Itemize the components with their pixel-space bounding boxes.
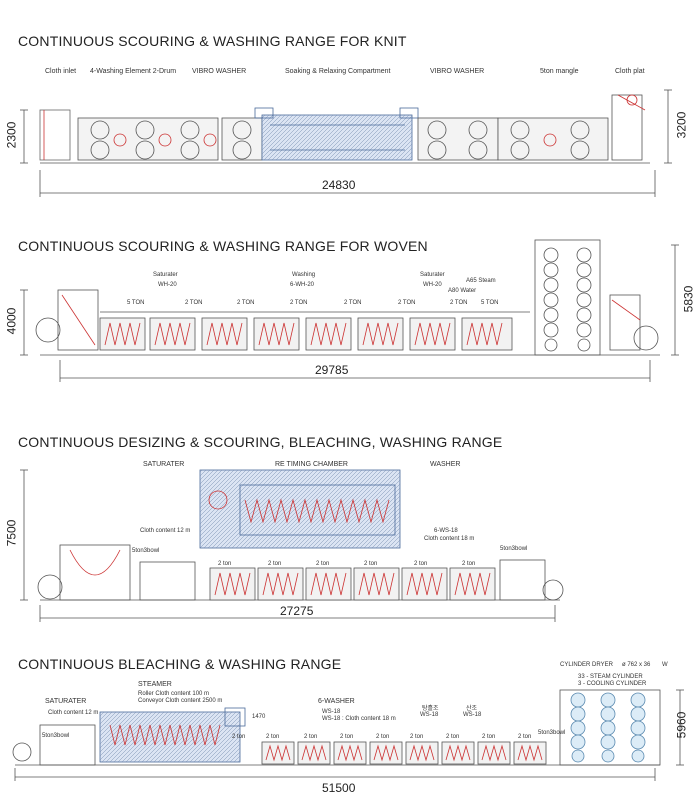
label-steam-cylinder: 33 - STEAM CYLINDER xyxy=(578,674,643,680)
label-woven-ton-5: 2 TON xyxy=(344,300,362,306)
label-woven-ton-4: 2 TON xyxy=(290,300,308,306)
dim-bleaching-length: 51500 xyxy=(322,781,356,795)
section-title-woven: CONTINUOUS SCOURING & WASHING RANGE FOR … xyxy=(18,238,428,254)
label-scour-1: 탕흘조 xyxy=(422,706,439,712)
label-cylinder-dryer: CYLINDER DRYER xyxy=(560,662,613,668)
dim-knit-length: 24830 xyxy=(322,178,356,192)
label-cooling-cylinder: 3 - COOLING CYLINDER xyxy=(578,681,647,687)
label-desizing-ton-1: 2 ton xyxy=(218,561,232,567)
label-steamer: STEAMER xyxy=(138,681,172,688)
label-woven-ton-1: 5 TON xyxy=(127,300,145,306)
label-bleaching-ton-1: 2 ton xyxy=(266,734,280,740)
label-bleaching-ws18-c: WS-18 xyxy=(463,712,482,718)
label-cylinder-spec: ø 762 x 36 xyxy=(622,662,651,668)
label-mangle: 5ton mangle xyxy=(540,68,579,75)
label-saturater-2: Saturater xyxy=(420,272,445,278)
label-bleaching-bowl-1: 5ton3bowl xyxy=(42,733,70,739)
label-woven-ton-7: 2 TON xyxy=(450,300,468,306)
label-a65-steam: A65 Steam xyxy=(466,278,496,284)
bleaching-washers xyxy=(261,741,547,765)
dim-desizing-height: 7500 xyxy=(4,519,19,547)
label-bleaching-ws18-b: WS-18 xyxy=(420,712,439,718)
label-woven-ton-3: 2 TON xyxy=(237,300,255,306)
dim-bleaching-height: 5960 xyxy=(674,711,689,739)
label-bleaching-bowl-2: 5ton3bowl xyxy=(538,730,566,736)
dim-woven-length: 29785 xyxy=(315,363,349,377)
dim-knit-height-right: 3200 xyxy=(674,111,689,139)
desizing-retiming-chamber xyxy=(199,469,401,549)
label-bleaching-ton-2: 2 ton xyxy=(304,734,318,740)
desizing-range-drawing xyxy=(20,469,564,622)
label-conveyor-content: Conveyor Cloth content 2500 m xyxy=(138,698,223,704)
dim-woven-height-left: 4000 xyxy=(4,307,19,335)
label-a80-water: A80 Water xyxy=(448,288,477,294)
label-bleaching-ton-6: 2 ton xyxy=(446,734,460,740)
label-cloth-content-18: Cloth content 18 m xyxy=(424,536,475,542)
section-title-bleaching: CONTINUOUS BLEACHING & WASHING RANGE xyxy=(18,656,342,672)
knit-soaking-compartment xyxy=(254,107,419,161)
knit-cloth-plaiter xyxy=(611,94,646,161)
bleaching-range-drawing xyxy=(12,689,684,781)
label-wh20-6: 6-WH-20 xyxy=(290,282,315,288)
woven-range-drawing xyxy=(20,239,679,382)
label-desizing-saturater: SATURATER xyxy=(143,461,185,468)
label-roller-content: Roller Cloth content 100 m xyxy=(138,691,210,697)
label-washing: Washing xyxy=(292,272,316,278)
label-woven-ton-2: 2 TON xyxy=(185,300,203,306)
label-desizing-ws18: 6-WS-18 xyxy=(434,528,458,534)
label-bleaching-saturater: SATURATER xyxy=(45,698,87,705)
label-bleaching-content-12: Cloth content 12 m xyxy=(48,710,99,716)
dim-knit-height-left: 2300 xyxy=(4,121,19,149)
label-desizing-ton-6: 2 ton xyxy=(462,561,476,567)
label-desizing-washer: WASHER xyxy=(430,461,461,468)
label-cylinder-note: W xyxy=(662,662,668,668)
section-title-desizing: CONTINUOUS DESIZING & SCOURING, BLEACHIN… xyxy=(18,434,503,450)
label-desizing-ton-5: 2 ton xyxy=(414,561,428,567)
label-desizing-bowl-1: 5ton3bowl xyxy=(132,548,160,554)
label-bleaching-ws18-content: WS-18 : Cloth content 18 m xyxy=(322,716,396,722)
bleaching-steamer xyxy=(99,707,246,763)
label-wh20-1: WH-20 xyxy=(158,282,177,288)
label-bleaching-ton-8: 2 ton xyxy=(518,734,532,740)
label-soaking: Soaking & Relaxing Compartment xyxy=(285,68,391,75)
label-bleaching-ws18: WS-18 xyxy=(322,709,341,715)
label-desizing-ton-3: 2 ton xyxy=(316,561,330,567)
label-desizing-ton-2: 2 ton xyxy=(268,561,282,567)
label-six-washer: 6-WASHER xyxy=(318,698,355,705)
woven-dryer-tower xyxy=(534,239,601,356)
label-retiming: RE TIMING CHAMBER xyxy=(275,461,348,468)
label-saturater-1: Saturater xyxy=(153,272,178,278)
label-bleaching-ton-7: 2 ton xyxy=(482,734,496,740)
label-scour-2: 산조 xyxy=(466,706,478,712)
label-bleaching-dim-small: 1470 xyxy=(252,714,266,720)
label-vibro-washer-2: VIBRO WASHER xyxy=(430,68,485,75)
section-title-knit: CONTINUOUS SCOURING & WASHING RANGE FOR … xyxy=(18,33,407,49)
label-bleaching-ton-9: 2 ton xyxy=(232,734,246,740)
woven-wash-boxes xyxy=(99,317,513,351)
dim-woven-height-right: 5830 xyxy=(681,285,696,313)
dim-desizing-length: 27275 xyxy=(280,604,314,618)
label-bleaching-ton-3: 2 ton xyxy=(340,734,354,740)
label-cloth-content-12: Cloth content 12 m xyxy=(140,528,191,534)
label-woven-ton-8: 5 TON xyxy=(481,300,499,306)
knit-washing-units xyxy=(77,117,263,161)
label-bleaching-ton-5: 2 ton xyxy=(410,734,424,740)
knit-range-drawing xyxy=(20,89,672,197)
label-desizing-ton-4: 2 ton xyxy=(364,561,378,567)
label-washing-element: 4-Washing Element 2-Drum xyxy=(90,68,177,75)
label-bleaching-ton-4: 2 ton xyxy=(376,734,390,740)
label-vibro-washer-1: VIBRO WASHER xyxy=(192,68,247,75)
bleaching-cylinder-dryer xyxy=(559,689,661,766)
label-woven-ton-6: 2 TON xyxy=(398,300,416,306)
label-cloth-plat: Cloth plat xyxy=(615,68,645,75)
desizing-washers xyxy=(209,567,496,601)
knit-right-washers xyxy=(417,117,609,161)
label-cloth-inlet: Cloth inlet xyxy=(45,68,77,75)
label-wh20-2: WH-20 xyxy=(423,282,442,288)
label-desizing-bowl-2: 5ton3bowl xyxy=(500,546,528,552)
